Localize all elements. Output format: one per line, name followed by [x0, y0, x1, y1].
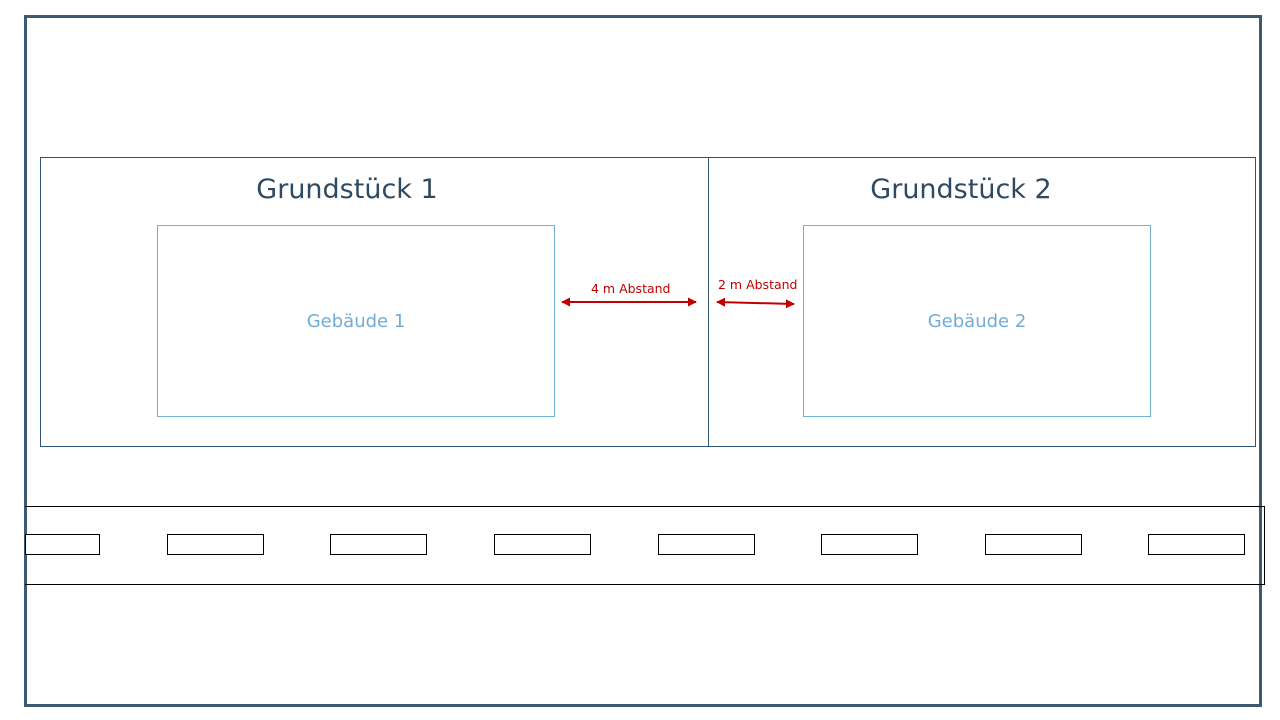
distance-label-2m: 2 m Abstand — [718, 277, 798, 292]
road-lane-marking — [821, 534, 918, 555]
road-lane-marking — [167, 534, 264, 555]
plot-1-title: Grundstück 1 — [256, 174, 438, 205]
plot-2-boundary — [708, 157, 1256, 447]
road-lane-marking — [25, 534, 100, 555]
building-1-label: Gebäude 1 — [306, 310, 406, 332]
plot-2-title: Grundstück 2 — [870, 174, 1052, 205]
road-lane-marking — [330, 534, 427, 555]
distance-label-4m: 4 m Abstand — [591, 281, 671, 296]
road-lane-marking — [658, 534, 755, 555]
road-lane-marking — [494, 534, 591, 555]
building-1: Gebäude 1 — [157, 225, 555, 417]
road-lane-marking — [985, 534, 1082, 555]
building-2-label: Gebäude 2 — [927, 310, 1027, 332]
road-lane-marking — [1148, 534, 1245, 555]
building-2: Gebäude 2 — [803, 225, 1151, 417]
road — [25, 506, 1265, 585]
diagram-frame — [24, 15, 1262, 707]
